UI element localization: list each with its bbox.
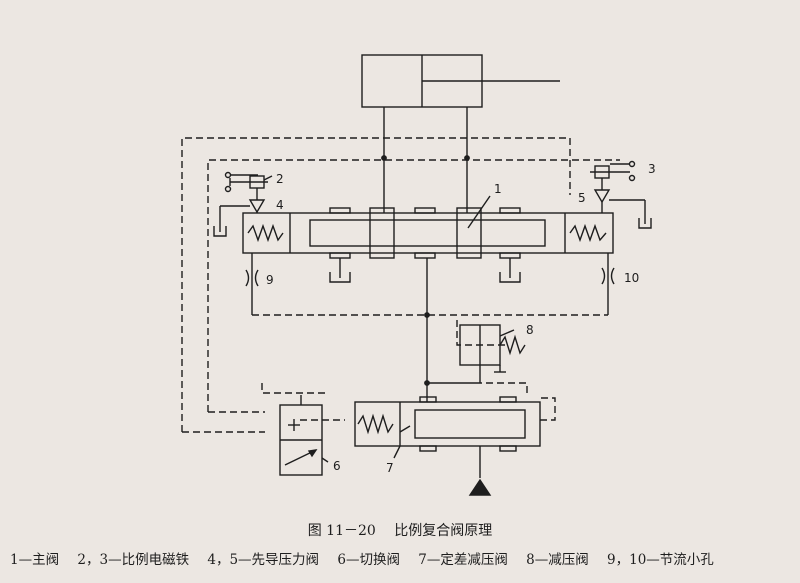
callout-3: 3 xyxy=(648,162,656,176)
pump-symbol xyxy=(468,478,492,496)
pilot-valve-left xyxy=(213,175,268,237)
legend-item: 1—主阀 xyxy=(10,552,60,568)
legend-item: 2，3—比例电磁铁 xyxy=(77,552,190,568)
callout-5: 5 xyxy=(578,191,586,205)
legend-item: 7—定差减压阀 xyxy=(418,552,508,568)
main-valve xyxy=(242,207,614,259)
legend-item: 9，10—节流小孔 xyxy=(607,552,714,568)
switch-valve xyxy=(279,395,323,476)
reducing-valve xyxy=(459,324,526,383)
hydraulic-schematic: 1 2 3 4 5 6 7 8 9 10 xyxy=(181,54,656,496)
callout-6: 6 xyxy=(333,459,341,473)
differential-reducing-valve xyxy=(354,396,541,452)
tank-symbol xyxy=(329,258,521,283)
legend-item: 4，5—先导压力阀 xyxy=(207,552,320,568)
orifice-left xyxy=(245,253,259,315)
pilot-valve-right xyxy=(590,165,652,229)
solenoid-right xyxy=(610,160,636,182)
callout-1: 1 xyxy=(494,182,502,196)
callout-7: 7 xyxy=(386,461,394,475)
figure-title: 比例复合阀原理 xyxy=(394,523,493,539)
solenoid-left xyxy=(224,171,258,193)
callout-10: 10 xyxy=(624,271,639,285)
callout-2: 2 xyxy=(276,172,284,186)
figure-number: 图 11－20 xyxy=(307,523,376,539)
callout-4: 4 xyxy=(276,198,284,212)
callout-9: 9 xyxy=(266,273,274,287)
legend-item: 6—切换阀 xyxy=(337,552,400,568)
figure-caption: 图 11－20 比例复合阀原理 xyxy=(0,520,800,540)
orifice-right xyxy=(601,253,615,315)
pilot-lines xyxy=(181,137,620,433)
hydraulic-cylinder xyxy=(361,54,560,108)
component-legend: 1—主阀 2，3—比例电磁铁 4，5—先导压力阀 6—切换阀 7—定差减压阀 8… xyxy=(10,548,800,568)
legend-item: 8—减压阀 xyxy=(526,552,589,568)
callout-8: 8 xyxy=(526,323,534,337)
